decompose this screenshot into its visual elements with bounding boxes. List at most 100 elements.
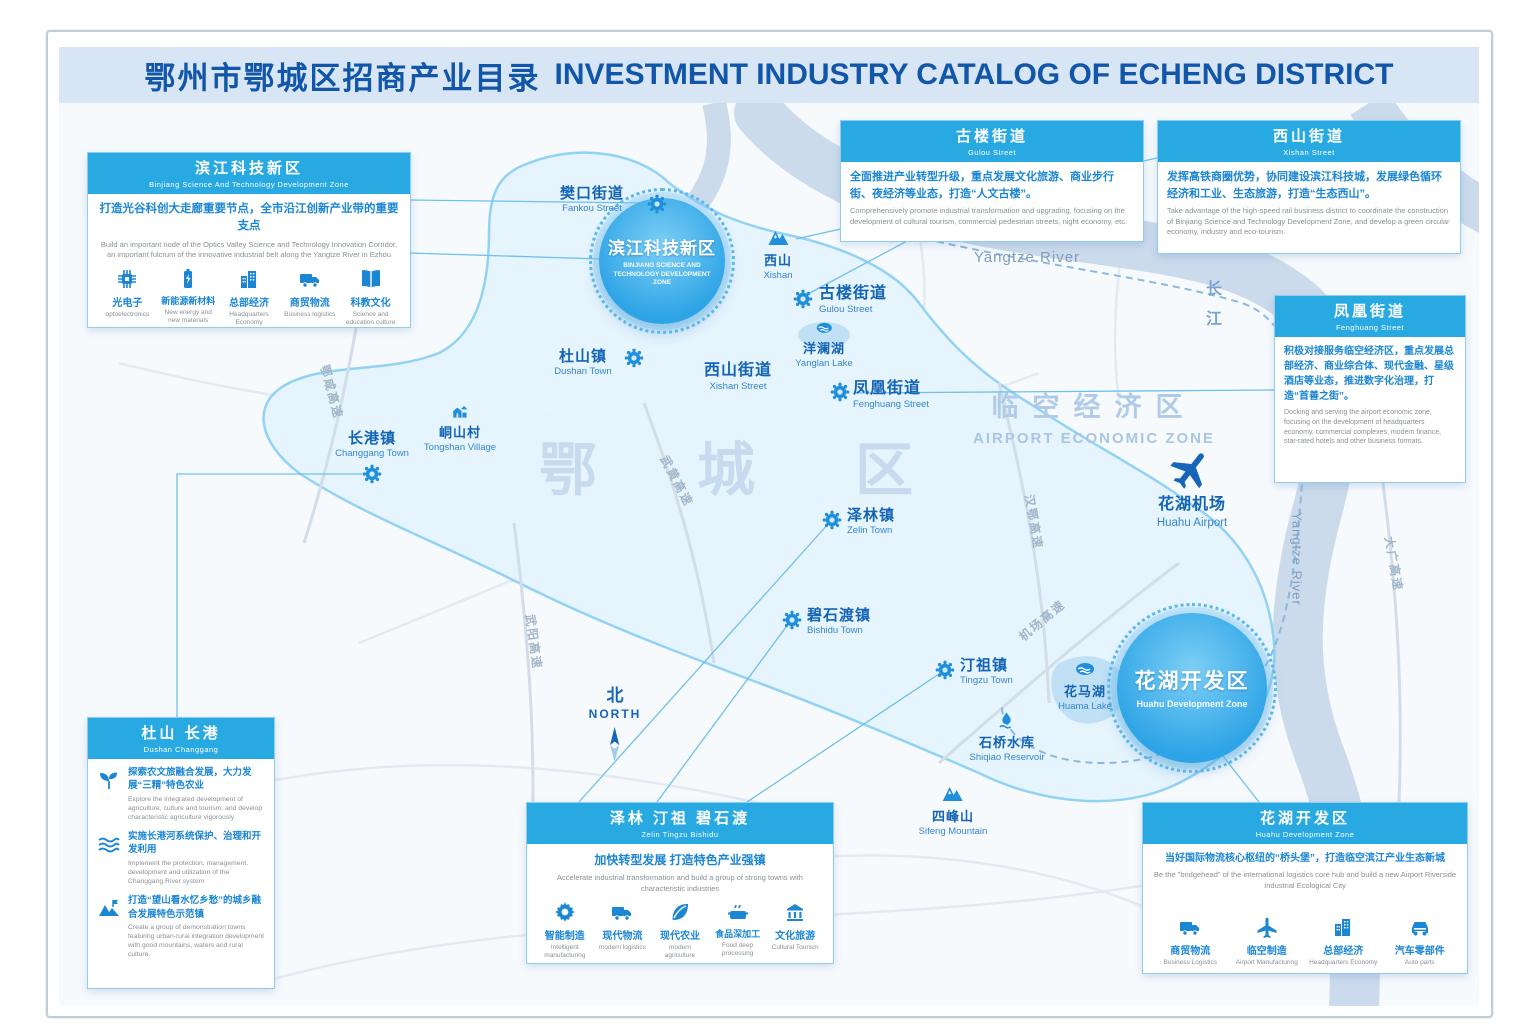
dushan-marker-icon [624, 348, 644, 368]
tingzu-marker-icon [935, 660, 955, 680]
map-label-dushan-town: 杜山镇 Dushan Town [554, 348, 612, 378]
industry-item: 新能源新材料 New energy and new materials [158, 267, 219, 327]
map-label-tongshan-village: 峒山村 Tongshan Village [424, 401, 496, 454]
truck-icon [610, 900, 634, 924]
buildings-icon [1331, 915, 1355, 939]
panel-huahu: 花湖开发区 Huahu Development Zone 当好国际物流核心枢纽的… [1142, 802, 1468, 974]
compass-north-en: NORTH [588, 707, 642, 721]
car-icon [1408, 915, 1432, 939]
buildings-icon [237, 267, 261, 291]
map-label-xishan-street: 西山街道 Xishan Street [703, 362, 773, 393]
panel-zelin-header: 泽林 汀祖 碧石渡 Zelin Tingzu Bishidu [527, 803, 833, 844]
gear-icon [553, 900, 577, 924]
fankou-marker-icon [647, 194, 667, 214]
pot-icon [726, 900, 750, 924]
industry-item: 文化旅游 Cultural Tourism [766, 900, 824, 960]
panel-desc-en: Take advantage of the high-speed rail bu… [1167, 206, 1450, 236]
mountain-icon [766, 225, 790, 249]
lake-icon [1073, 656, 1097, 680]
map-label-fankou: 樊口街道 Fankou Street [559, 185, 625, 215]
panel-desc-en: Build an important node of the Optics Va… [100, 239, 398, 260]
landmark-icon [783, 900, 807, 924]
compass-needle-icon [604, 725, 626, 765]
industry-item: 商贸物流 Business Logistics [1152, 915, 1229, 967]
district-map: 鄂城区 临空经济区 AIRPORT ECONOMIC ZONE Yangtze … [59, 103, 1479, 1006]
poster-frame: 鄂州市鄂城区招商产业目录 INVESTMENT INDUSTRY CATALOG… [46, 30, 1493, 1018]
map-label-shiqiao-reservoir: 石桥水库 Shiqiao Reservoir [970, 711, 1044, 764]
industry-item: 总部经济 Headquarters Economy [1305, 915, 1382, 967]
fenghuang-marker-icon [830, 382, 850, 402]
village-icon [450, 401, 470, 421]
panel-desc-en: Accelerate industrial transformation and… [557, 873, 803, 893]
industry-item: 汽车零部件 Auto parts [1382, 915, 1459, 967]
panel-desc-zh: 发挥高铁商圈优势，协同建设滨江科技城，发展绿色循环经济和工业、生态旅游，打造“生… [1167, 171, 1442, 200]
gulou-marker-icon [793, 289, 813, 309]
reservoir-icon [997, 711, 1017, 731]
panel-zelin-tingzu-bishidu: 泽林 汀祖 碧石渡 Zelin Tingzu Bishidu 加快转型发展 打造… [526, 802, 834, 964]
feature-item: 探索农文旅融合发展，大力发展“三精”特色农业 Explore the integ… [97, 766, 265, 822]
panel-fenghuang-header: 凤凰街道 Fenghuang Street [1275, 296, 1465, 337]
panel-desc-zh: 打造光谷科创大走廊重要节点，全市沿江创新产业带的重要支点 [99, 203, 399, 233]
map-label-xishan-mountain: 西山 Xishan [763, 225, 793, 282]
map-label-huama-lake: 花马湖 Huama Lake [1058, 656, 1112, 713]
huahu-zone-en: Huahu Development Zone [1136, 699, 1248, 710]
industry-item: 食品深加工 Food deep processing [709, 900, 767, 960]
map-label-changgang-town: 长港镇 Changgang Town [335, 430, 409, 460]
page-title-zh: 鄂州市鄂城区招商产业目录 [144, 60, 541, 96]
feature-item: 打造“望山看水忆乡愁”的城乡融合发展特色示范镇 Create a group o… [97, 894, 265, 959]
panel-binjiang-header: 滨江科技新区 Binjiang Science And Technology D… [88, 153, 410, 194]
changjiang-label: 长江 [1205, 281, 1222, 329]
industry-item: 智能制造 Intelligent manufacturing [536, 900, 594, 960]
mountain-icon [941, 781, 965, 805]
map-label-gulou: 古楼街道 Gulou Street [819, 285, 888, 316]
map-label-bishidu-town: 碧石渡镇 Bishidu Town [807, 607, 872, 637]
chip-icon [115, 267, 139, 291]
airplane-icon [1255, 915, 1279, 939]
industry-list: 光电子 optoelectronics 新能源新材料 New energy an… [97, 261, 401, 327]
industry-item: 现代物流 modern logistics [594, 900, 652, 960]
battery-icon [176, 267, 200, 291]
binjiang-zone-zh: 滨江科技新区 [608, 238, 716, 258]
industry-list: 智能制造 Intelligent manufacturing 现代物流 mode… [536, 894, 824, 960]
panel-xishan: 西山街道 Xishan Street 发挥高铁商圈优势，协同建设滨江科技城，发展… [1157, 120, 1461, 254]
panel-huahu-header: 花湖开发区 Huahu Development Zone [1143, 803, 1467, 844]
airplane-icon [1160, 436, 1225, 501]
lake-icon [814, 317, 834, 337]
yanglan-lake-shape [798, 322, 850, 348]
panel-desc-en: Docking and serving the airport economic… [1284, 409, 1442, 446]
panel-fenghuang: 凤凰街道 Fenghuang Street 积极对接服务临空经济区，重点发展总部… [1274, 295, 1466, 483]
book-icon [359, 267, 383, 291]
industry-item: 光电子 optoelectronics [97, 267, 158, 327]
map-label-yanglan-lake: 洋澜湖 Yanglan Lake [795, 317, 853, 370]
industry-item: 总部经济 Headquarters Economy [219, 267, 280, 327]
airport-zone-watermark: 临空经济区 AIRPORT ECONOMIC ZONE [973, 385, 1215, 447]
huama-lake-shape [1051, 656, 1126, 724]
yangtze-label-right: Yangtze River [1289, 512, 1305, 606]
industry-item: 临空制造 Airport Manufacturing [1229, 915, 1306, 967]
industry-item: 商贸物流 Business logistics [279, 267, 340, 327]
binjiang-zone-en: BINJIANG SCIENCE AND TECHNOLOGY DEVELOPM… [613, 261, 711, 287]
panel-dushan-header: 杜山 长港 Dushan Changgang [88, 718, 274, 759]
huahu-zone-circle: 花湖开发区 Huahu Development Zone [1107, 603, 1277, 773]
echeng-district-shape [262, 151, 1276, 803]
changgang-marker-icon [362, 464, 382, 484]
compass-north-zh: 北 [606, 686, 624, 705]
page-title-en: INVESTMENT INDUSTRY CATALOG OF ECHENG DI… [554, 58, 1394, 91]
panel-xishan-header: 西山街道 Xishan Street [1158, 121, 1460, 162]
panel-binjiang: 滨江科技新区 Binjiang Science And Technology D… [87, 152, 411, 328]
airport-zone-zh: 临空经济区 [991, 392, 1197, 422]
waves-icon [97, 832, 121, 856]
huahu-zone-zh: 花湖开发区 [1134, 670, 1250, 694]
binjiang-zone-circle: 滨江科技新区 BINJIANG SCIENCE AND TECHNOLOGY D… [589, 188, 735, 334]
sprout-icon [97, 768, 121, 792]
mountain-town-icon [97, 896, 121, 920]
map-label-zelin-town: 泽林镇 Zelin Town [847, 507, 896, 537]
feature-item: 实施长港河系统保护、治理和开发利用 Implement the protecti… [97, 830, 265, 886]
panel-desc-en: Comprehensively promote industrial trans… [850, 206, 1128, 226]
panel-desc-zh: 积极对接服务临空经济区，重点发展总部经济、商业综合体、现代金融、星级酒店等业态，… [1284, 346, 1454, 402]
truck-icon [298, 267, 322, 291]
panel-desc-en: Be the "bridgehead" of the international… [1153, 870, 1457, 890]
district-watermark: 鄂城区 [539, 438, 1014, 503]
map-label-tingzu-town: 汀祖镇 Tingzu Town [960, 657, 1013, 687]
panel-gulou: 古楼街道 Gulou Street 全面推进产业转型升级，重点发展文化旅游、商业… [840, 120, 1144, 242]
